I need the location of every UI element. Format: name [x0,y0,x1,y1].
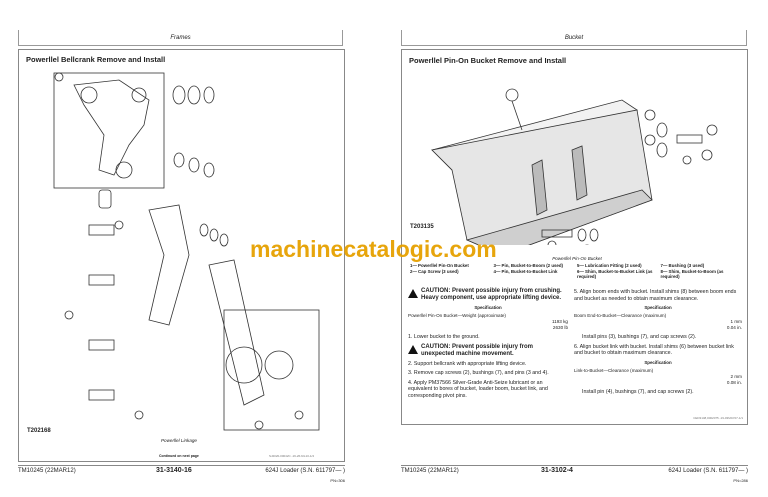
bucket-exploded-diagram [431,88,718,245]
left-page-header: Frames [18,30,343,46]
left-model: 624J Loader (S.N. 611797— ) [265,468,345,474]
left-page-title: Powerllel Bellcrank Remove and Install [26,55,166,64]
legend-item: 3— Pin, Bucket-to-Boom (2 used) [493,263,564,268]
step-6: 6. Align bucket link with bucket. Instal… [574,343,734,357]
procedure-column-right: 5. Align boom ends with bucket. Install … [574,286,742,398]
step-3: 3. Remove cap screws (2), bushings (7), … [408,370,549,376]
right-model: 624J Loader (S.N. 611797— ) [668,468,748,474]
spec-heading: Specification [644,359,672,365]
right-page-number: 31-3102-4 [541,467,573,474]
spec-weight: Powerllel Pin-On Bucket—Weight (approxim… [408,313,568,330]
left-figure-id: T202168 [27,428,51,434]
left-footer: TM10245 (22MAR12) 31-3140-16 624J Loader… [18,465,345,483]
legend-item: 4— Pin, Bucket-to-Bucket Link [493,268,558,274]
left-page-number: 31-3140-16 [156,467,192,474]
legend-item: 1— Powerllel Pin-On Bucket [410,263,469,268]
right-page-title: Powerllel Pin-On Bucket Remove and Insta… [409,56,567,65]
warning-icon [408,289,418,298]
legend-item: 8— Shim, Bucket-to-Boom (as required) [660,268,724,280]
right-pn: PN=286 [733,478,748,483]
right-manual-id: TM10245 (22MAR12) [401,468,459,474]
legend-item: 5— Lubrication Fitting (2 used) [577,263,642,268]
warning-icon [408,344,418,354]
legend-item: 6— Shim, Bucket-to-Bucket Link (as requi… [577,268,653,280]
left-manual-id: TM10245 (22MAR12) [18,468,76,474]
parts-legend: 1— Powerllel Pin-On Bucket 3— Pin, Bucke… [410,263,740,280]
bellcrank-exploded-diagram [53,72,320,431]
spec-boom-clearance: Boom End-to-Bucket—Clearance (maximum)1 … [574,313,742,330]
left-figure-caption: Powerllel Linkage [160,438,197,443]
caution-movement: CAUTION: Prevent possible injury from un… [408,344,568,358]
step-6-install: Install pin (4), bushings (7), and cap s… [582,388,694,395]
right-figure-caption: Powerllel Pin-On Bucket [552,256,602,261]
left-pn: PN=306 [330,478,345,483]
legend-item: 2— Cap Screw (3 used) [410,268,459,274]
step-5-install: Install pins (3), bushings (7), and cap … [582,334,697,340]
left-page-content: Powerllel Bellcrank Remove and Install T… [18,49,345,462]
procedure-column-left: CAUTION: Prevent possible injury from cr… [408,288,568,402]
step-5: 5. Align boom ends with bucket. Install … [574,289,737,302]
right-page-content: Powerllel Pin-On Bucket Remove and Insta… [401,49,748,425]
continued-note: Continued on next page [159,454,199,458]
spec-heading: Specification [644,305,672,310]
left-doc-code: SJ2020-00042C -19-26JUL10-1/4 [269,454,315,458]
right-page-header: Bucket [401,30,747,46]
right-figure-id: T203135 [410,224,434,230]
legend-item: 7— Bushing (3 used) [660,263,705,268]
right-footer: TM10245 (22MAR12) 31-3102-4 624J Loader … [401,465,748,483]
spec-heading: Specification [474,305,502,310]
step-4: 4. Apply PM37566 Silver-Grade Anti-Seize… [408,379,548,399]
step-2: 2. Support bellcrank with appropriate li… [408,360,527,367]
caution-crushing: CAUTION: Prevent possible injury from cr… [408,288,568,302]
right-doc-code: CED3148,0002075 -19-03MAY07-1/1 [693,416,743,420]
step-1: 1. Lower bucket to the ground. [408,334,480,340]
watermark: machinecatalogic.com [250,236,497,262]
